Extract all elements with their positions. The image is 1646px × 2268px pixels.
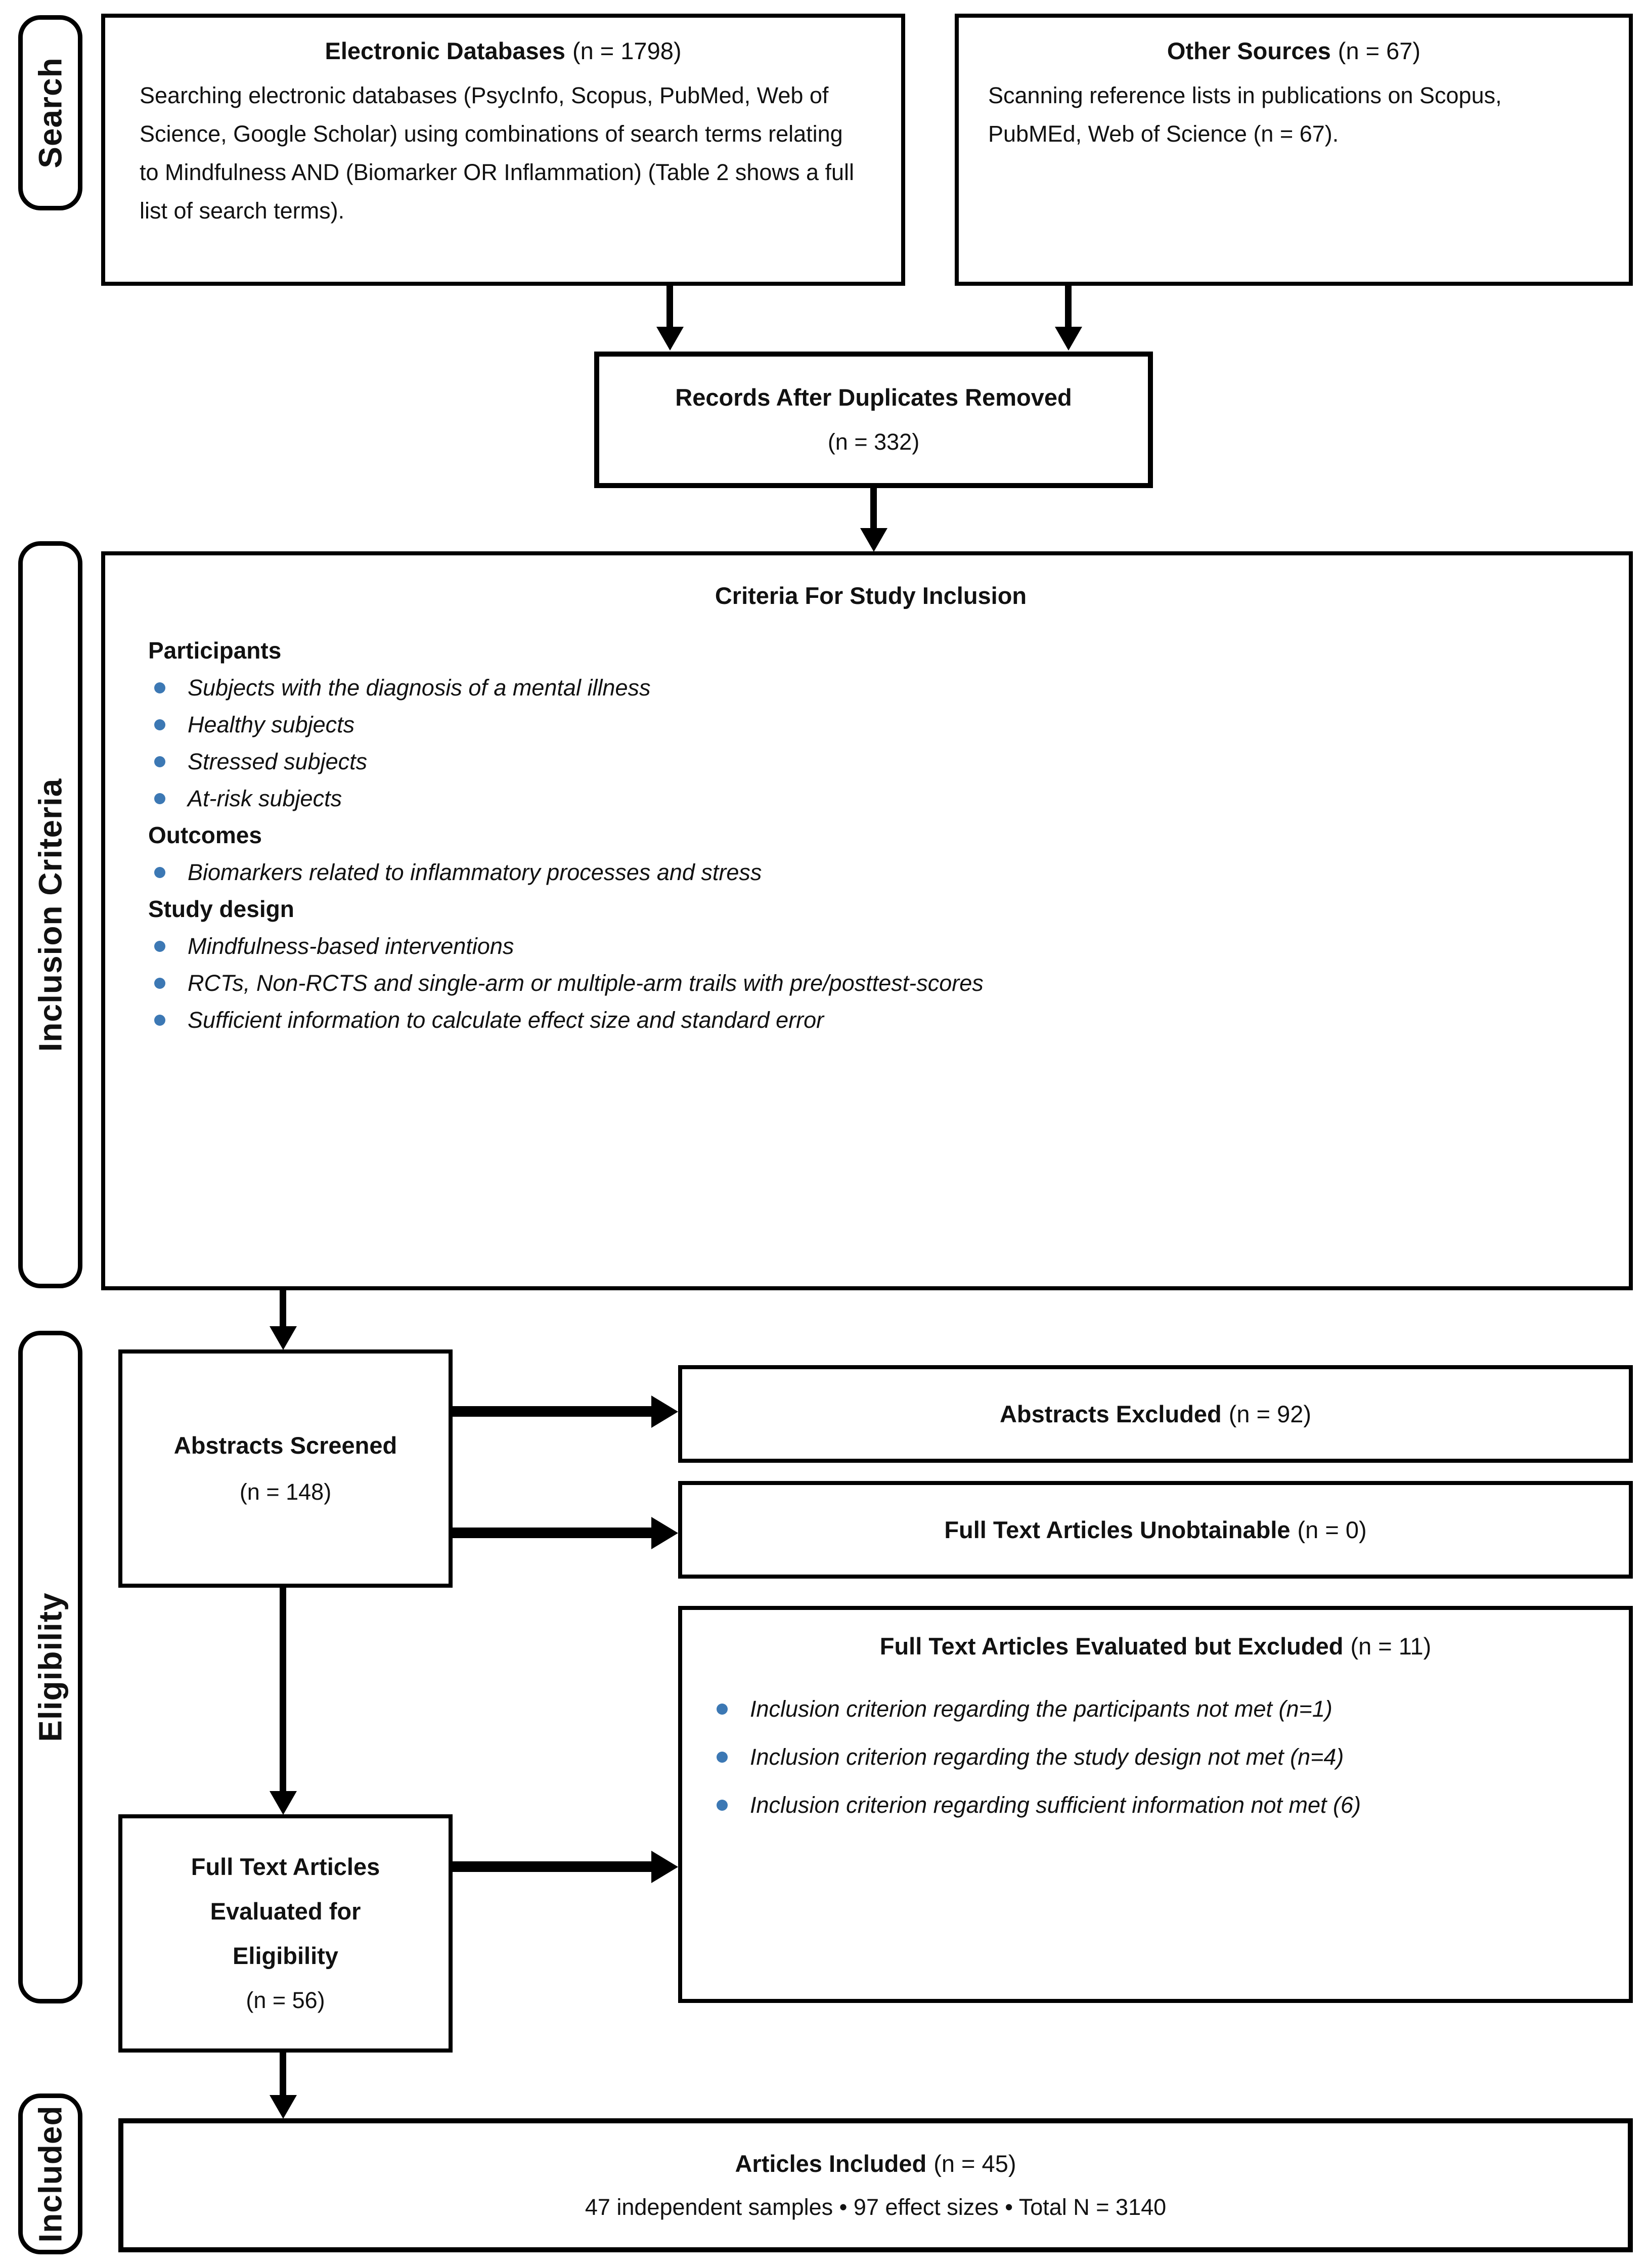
electronic-databases-title: Electronic Databases(n = 1798) xyxy=(325,37,682,64)
full-text-unobtainable-box: Full Text Articles Unobtainable(n = 0) xyxy=(678,1481,1633,1579)
articles-included-title: Articles Included(n = 45) xyxy=(735,2150,1016,2177)
records-after-duplicates-title: Records After Duplicates Removed xyxy=(675,384,1072,411)
full-text-evaluated-box: Full Text Articles Evaluated for Eligibi… xyxy=(118,1814,453,2053)
electronic-databases-box: Electronic Databases(n = 1798) Searching… xyxy=(101,14,905,286)
criteria-bullet-item: At-risk subjects xyxy=(148,780,1593,817)
criteria-bullet-item: RCTs, Non-RCTS and single-arm or multipl… xyxy=(148,965,1593,1001)
full-text-evaluated-title-line1: Full Text Articles xyxy=(191,1853,380,1880)
arrow-records-to-criteria-head xyxy=(860,528,887,552)
arrow-screened-to-evaluated-line xyxy=(280,1588,286,1792)
full-text-evaluated-title-line2: Evaluated for xyxy=(210,1897,361,1925)
bullet-dot-icon xyxy=(154,719,165,730)
stage-label-inclusion-criteria-text: Inclusion Criteria xyxy=(32,778,69,1052)
bullet-dot-icon xyxy=(717,1799,728,1811)
criteria-bullet-item: Stressed subjects xyxy=(148,743,1593,780)
arrow-screened-to-unobtainable-head xyxy=(651,1517,678,1549)
full-text-evaluated-title-line3: Eligibility xyxy=(233,1942,338,1969)
criteria-box: Criteria For Study Inclusion Participant… xyxy=(101,551,1633,1290)
stage-label-search-text: Search xyxy=(32,57,69,168)
bullet-dot-icon xyxy=(154,756,165,767)
stage-label-included: Included xyxy=(18,2093,82,2254)
criteria-bullet-item: Subjects with the diagnosis of a mental … xyxy=(148,669,1593,706)
arrow-screened-to-excluded-head xyxy=(651,1395,678,1428)
criteria-outcomes-heading: Outcomes xyxy=(148,822,262,848)
arrow-evaluated-to-included-line xyxy=(280,2053,286,2096)
full-text-excluded-title: Full Text Articles Evaluated but Exclude… xyxy=(879,1633,1432,1660)
criteria-bullet-item: Mindfulness-based interventions xyxy=(148,928,1593,965)
arrow-electronic-to-records-line xyxy=(666,286,673,327)
electronic-databases-body: Searching electronic databases (PsycInfo… xyxy=(140,82,855,224)
bullet-dot-icon xyxy=(154,682,165,693)
full-text-excluded-box: Full Text Articles Evaluated but Exclude… xyxy=(678,1606,1633,2003)
abstracts-screened-count: (n = 148) xyxy=(239,1478,332,1505)
other-sources-box: Other Sources(n = 67) Scanning reference… xyxy=(955,14,1633,286)
full-text-evaluated-count: (n = 56) xyxy=(246,1987,325,2013)
arrow-other-to-records-line xyxy=(1065,286,1072,327)
records-after-duplicates-box: Records After Duplicates Removed (n = 33… xyxy=(594,352,1153,488)
full-text-excluded-item: Inclusion criterion regarding the study … xyxy=(710,1733,1600,1781)
full-text-unobtainable-title: Full Text Articles Unobtainable(n = 0) xyxy=(944,1516,1367,1543)
abstracts-screened-box: Abstracts Screened (n = 148) xyxy=(118,1349,453,1588)
full-text-excluded-item: Inclusion criterion regarding the partic… xyxy=(710,1685,1600,1733)
stage-label-inclusion-criteria: Inclusion Criteria xyxy=(18,541,82,1288)
arrow-evaluated-to-excluded-line xyxy=(453,1861,652,1872)
other-sources-body: Scanning reference lists in publications… xyxy=(988,82,1502,147)
records-after-duplicates-count: (n = 332) xyxy=(827,429,920,455)
stage-label-eligibility-text: Eligibility xyxy=(32,1592,69,1742)
criteria-bullet-item: Biomarkers related to inflammatory proce… xyxy=(148,854,1593,891)
bullet-dot-icon xyxy=(154,793,165,804)
full-text-excluded-item: Inclusion criterion regarding sufficient… xyxy=(710,1781,1600,1829)
abstracts-screened-title: Abstracts Screened xyxy=(173,1431,397,1459)
bullet-dot-icon xyxy=(154,1014,165,1026)
bullet-dot-icon xyxy=(717,1751,728,1763)
arrow-screened-to-evaluated-head xyxy=(270,1791,297,1815)
bullet-dot-icon xyxy=(154,940,165,952)
arrow-criteria-to-screened-head xyxy=(270,1326,297,1350)
abstracts-excluded-title: Abstracts Excluded(n = 92) xyxy=(999,1400,1312,1427)
stage-label-included-text: Included xyxy=(32,2105,69,2243)
articles-included-box: Articles Included(n = 45) 47 independent… xyxy=(118,2118,1633,2252)
bullet-dot-icon xyxy=(717,1703,728,1715)
stage-label-search: Search xyxy=(18,15,82,210)
arrow-screened-to-unobtainable-line xyxy=(453,1528,652,1538)
arrow-records-to-criteria-line xyxy=(870,488,877,529)
criteria-bullet-item: Healthy subjects xyxy=(148,706,1593,743)
abstracts-excluded-box: Abstracts Excluded(n = 92) xyxy=(678,1365,1633,1463)
arrow-screened-to-excluded-line xyxy=(453,1406,652,1417)
other-sources-title: Other Sources(n = 67) xyxy=(1167,37,1421,64)
arrow-electronic-to-records-head xyxy=(656,327,684,351)
articles-included-subtitle: 47 independent samples • 97 effect sizes… xyxy=(585,2194,1167,2220)
criteria-bullet-item: Sufficient information to calculate effe… xyxy=(148,1001,1593,1038)
arrow-evaluated-to-excluded-head xyxy=(651,1851,678,1883)
bullet-dot-icon xyxy=(154,977,165,989)
arrow-evaluated-to-included-head xyxy=(270,2095,297,2119)
bullet-dot-icon xyxy=(154,866,165,878)
criteria-design-heading: Study design xyxy=(148,896,294,922)
arrow-criteria-to-screened-line xyxy=(280,1290,286,1327)
criteria-title: Criteria For Study Inclusion xyxy=(715,582,1027,609)
arrow-other-to-records-head xyxy=(1055,327,1082,351)
stage-label-eligibility: Eligibility xyxy=(18,1331,82,2003)
criteria-participants-heading: Participants xyxy=(148,637,282,664)
